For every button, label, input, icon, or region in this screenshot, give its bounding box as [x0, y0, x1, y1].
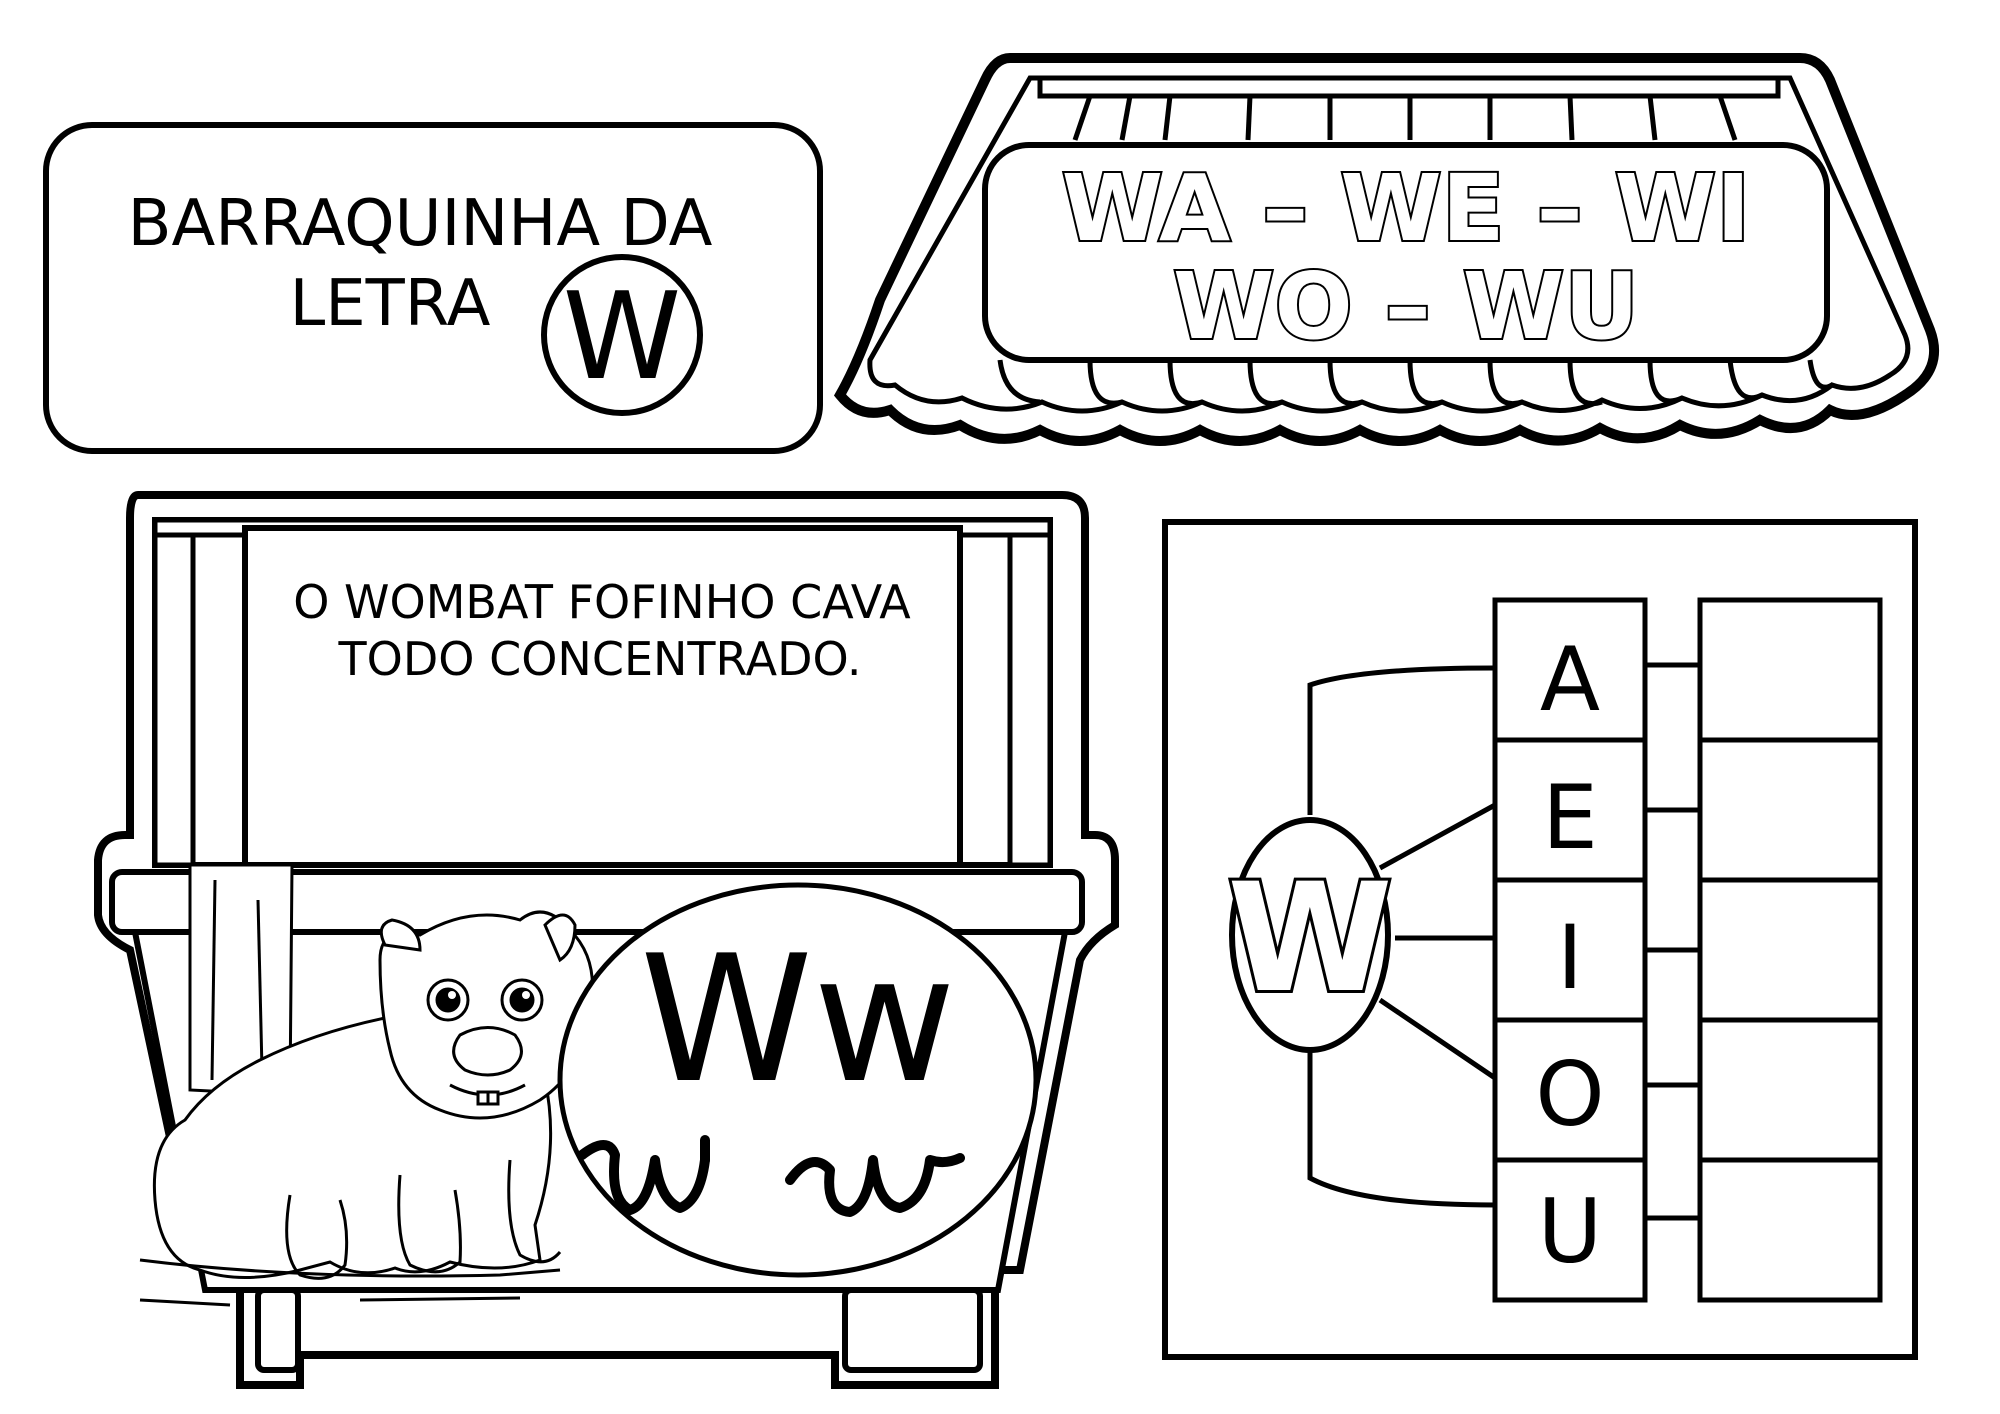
letter-cursive: [577, 1135, 965, 1217]
awning-sign: [982, 142, 1830, 363]
wombat-illustration: [139, 910, 594, 1307]
title-line-1: BARRAQUINHA DA: [128, 187, 713, 261]
vowel-e: E: [1542, 766, 1598, 869]
answer-box-4[interactable]: [1697, 1017, 1883, 1163]
letter-cursive-text: 𝓌 𝓌: [797, 1249, 799, 1251]
answer-box-3[interactable]: [1697, 877, 1883, 1023]
consonant-oval: [1229, 817, 1391, 1053]
answer-box-2[interactable]: [1697, 737, 1883, 883]
title-card: BARRAQUINHA DA LETRA W: [43, 122, 823, 454]
title-letter-circle: [541, 254, 703, 416]
syllable-diagram: W A E I O U: [1162, 519, 1918, 1360]
answer-box-5[interactable]: [1697, 1157, 1883, 1303]
sentence-line-1: O WOMBAT FOFINHO CAVA: [293, 575, 911, 629]
answer-box-1[interactable]: [1697, 597, 1883, 743]
vowel-box-e: [1492, 737, 1648, 883]
letter-print-upper-lower: Ww: [640, 919, 956, 1122]
consonant-letter: W: [1227, 852, 1392, 1026]
awning: WA – WE – WI WO – WU: [833, 53, 1940, 446]
market-stall: O WOMBAT FOFINHO CAVA TODO CONCENTRADO.: [94, 491, 1119, 1389]
vowel-box-u: [1492, 1157, 1648, 1303]
connector-lines: [1307, 662, 1700, 1221]
title-letter: W: [563, 268, 682, 407]
title-line-2: LETRA: [290, 267, 491, 341]
sentence-panel: [242, 525, 963, 868]
letter-oval: [557, 882, 1039, 1278]
vowel-a: A: [1540, 628, 1600, 731]
vowel-o: O: [1535, 1043, 1604, 1146]
sentence-line-2: TODO CONCENTRADO.: [338, 632, 862, 686]
vowel-u: U: [1538, 1180, 1602, 1283]
awning-syllables-line-1: WA – WE – WI: [1062, 155, 1751, 262]
vowel-i: I: [1557, 906, 1583, 1009]
awning-syllables-line-2: WO – WU: [1173, 253, 1639, 360]
